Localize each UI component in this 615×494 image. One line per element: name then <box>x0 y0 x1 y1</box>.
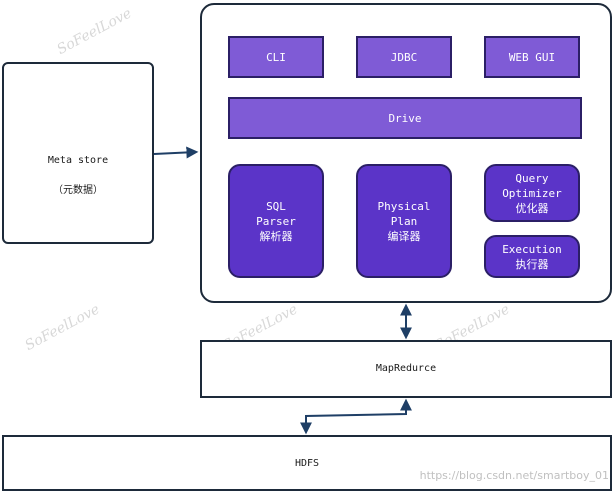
sql-parser-box: SQL Parser 解析器 <box>228 164 324 278</box>
meta-store-label: Meta store （元数据） <box>2 138 154 198</box>
meta-store-title: Meta store <box>47 155 109 166</box>
footer-url: https://blog.csdn.net/smartboy_01 <box>419 469 609 482</box>
execution-box: Execution 执行器 <box>484 235 580 278</box>
meta-store-subtitle: （元数据） <box>53 185 103 196</box>
mapreduce-box <box>200 340 612 398</box>
arrow-mapreduce-hdfs <box>300 398 412 435</box>
arrow-meta-to-hive <box>153 146 199 159</box>
physical-plan-box: Physical Plan 编译器 <box>356 164 452 278</box>
mapreduce-label: MapRedurce <box>375 363 437 374</box>
query-optimizer-box: Query Optimizer 优化器 <box>484 164 580 222</box>
web-gui-box: WEB GUI <box>484 36 580 78</box>
jdbc-box: JDBC <box>356 36 452 78</box>
meta-store-box <box>2 62 154 244</box>
drive-box: Drive <box>228 97 582 139</box>
hdfs-box <box>2 435 612 491</box>
cli-box: CLI <box>228 36 324 78</box>
hdfs-label: HDFS <box>294 458 320 469</box>
